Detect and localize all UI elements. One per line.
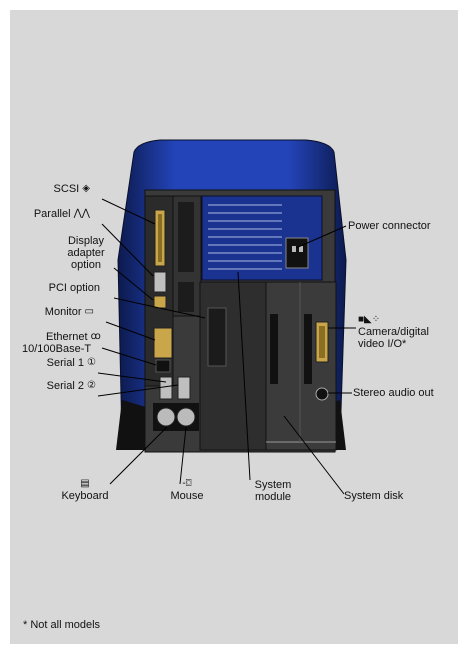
serial1-label-text: Serial 1 — [46, 357, 84, 369]
label-stereo-audio: Stereo audio out — [353, 387, 434, 399]
label-keyboard: ▤ Keyboard — [50, 478, 120, 502]
parallel-label-text: Parallel — [33, 208, 71, 220]
display-adapter-line-3: option — [71, 259, 101, 271]
parallel-port — [153, 271, 167, 293]
keyboard-icon: ▤ — [80, 478, 90, 490]
ethernet-icon: ꝏ — [90, 331, 101, 343]
label-monitor: Monitor ▭ — [10, 306, 94, 318]
serial2-icon: ② — [87, 380, 96, 392]
label-scsi: SCSI ◈ — [10, 183, 90, 195]
label-pci-option: PCI option — [48, 282, 100, 294]
serial-port-1 — [159, 376, 173, 400]
display-adapter-line-1: Display — [67, 235, 105, 247]
camera-icon: ■◣ — [358, 314, 372, 326]
system-module-line-2: module — [254, 491, 292, 503]
display-adapter-slot — [153, 295, 167, 309]
serial1-icon: ① — [87, 357, 96, 369]
mouse-label-text: Mouse — [170, 490, 204, 503]
workstation-rear-illustration — [97, 139, 356, 495]
label-ethernet: Ethernet ꝏ 10/100Base-T — [22, 331, 101, 355]
label-parallel: Parallel ⋀⋀ — [10, 208, 90, 220]
footnote: * Not all models — [23, 619, 101, 631]
monitor-label-text: Monitor — [44, 306, 82, 318]
serial2-label-text: Serial 2 — [46, 380, 84, 392]
label-camera: ■◣⁘ Camera/digital video I/O* — [358, 314, 429, 350]
mouse-port — [176, 407, 196, 427]
mouse-icon: -⌼ — [182, 478, 192, 490]
scsi-label-text: SCSI — [53, 183, 80, 195]
digital-video-icon: ⁘ — [371, 314, 381, 326]
ethernet-port — [155, 359, 171, 373]
system-module-line-1: System — [254, 479, 292, 491]
display-adapter-line-2: adapter — [67, 247, 105, 259]
keyboard-port — [156, 407, 176, 427]
power-connector-socket — [285, 237, 309, 269]
label-power-connector: Power connector — [348, 220, 431, 232]
label-serial-1: Serial 1 ① — [10, 357, 96, 369]
monitor-port — [153, 327, 173, 359]
ethernet-label-line-2: 10/100Base-T — [22, 343, 92, 356]
camera-label-line-2: video I/O* — [358, 338, 407, 351]
label-mouse: -⌼ Mouse — [152, 478, 222, 502]
stereo-audio-jack — [315, 387, 329, 401]
scsi-icon: ◈ — [82, 183, 90, 195]
serial-port-2 — [177, 376, 191, 400]
ethernet-label-line-1: Ethernet — [46, 331, 88, 343]
camera-label-line-1: Camera/digital — [358, 326, 429, 339]
label-system-disk: System disk — [344, 490, 404, 502]
label-serial-2: Serial 2 ② — [10, 380, 96, 392]
label-system-module: System module — [238, 479, 308, 503]
keyboard-label-text: Keyboard — [61, 490, 109, 503]
parallel-icon: ⋀⋀ — [73, 208, 90, 220]
monitor-icon: ▭ — [84, 306, 94, 318]
label-display-adapter: Display adapter option — [56, 235, 116, 271]
